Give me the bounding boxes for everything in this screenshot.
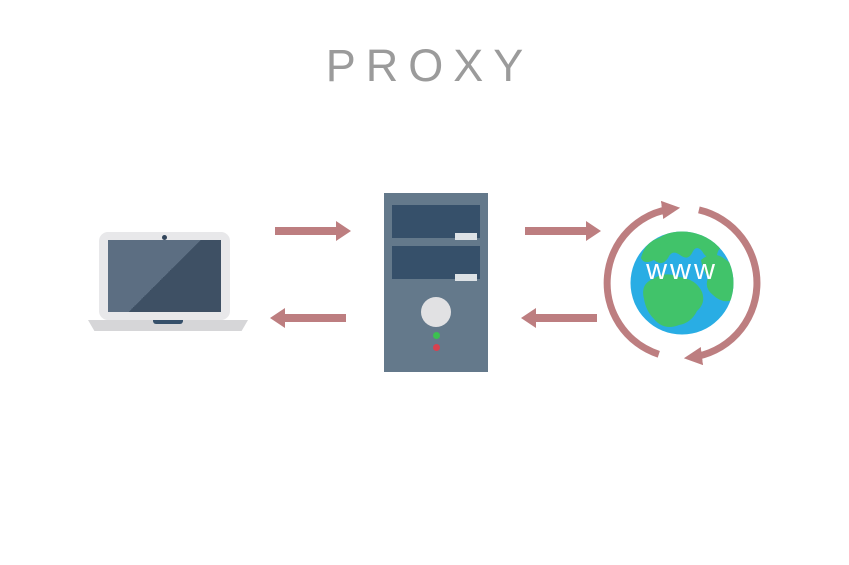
server-tower-icon (384, 193, 488, 372)
globe-svg (603, 200, 761, 366)
drive-bay (392, 246, 480, 279)
laptop-notch (153, 320, 183, 324)
globe-www-icon: www (595, 196, 769, 370)
arrow-shaft (282, 314, 346, 322)
laptop-icon (88, 230, 248, 331)
arrow-head-icon (521, 308, 536, 328)
power-button-icon (421, 297, 451, 327)
laptop-base (88, 320, 248, 331)
arrow-head-icon (586, 221, 601, 241)
drive-bay (392, 205, 480, 238)
laptop-lid (99, 232, 230, 320)
sync-arrows-icon (603, 200, 761, 366)
arrow-shaft (533, 314, 597, 322)
arrow-proxy-to-client (270, 308, 346, 328)
drive-bay-slot (455, 233, 477, 240)
www-label: www (646, 254, 718, 286)
led-green (432, 332, 440, 339)
laptop-screen (108, 240, 221, 312)
arrow-head-icon (270, 308, 285, 328)
drive-bay-slot (455, 274, 477, 281)
webcam-icon (162, 235, 167, 240)
arrow-shaft (275, 227, 339, 235)
arrow-client-to-proxy (275, 221, 351, 241)
led-red (432, 344, 440, 351)
page-title: PROXY (325, 40, 534, 91)
arrow-proxy-to-internet (525, 221, 601, 241)
arrow-internet-to-proxy (521, 308, 597, 328)
arrow-shaft (525, 227, 589, 235)
arrow-head-icon (336, 221, 351, 241)
